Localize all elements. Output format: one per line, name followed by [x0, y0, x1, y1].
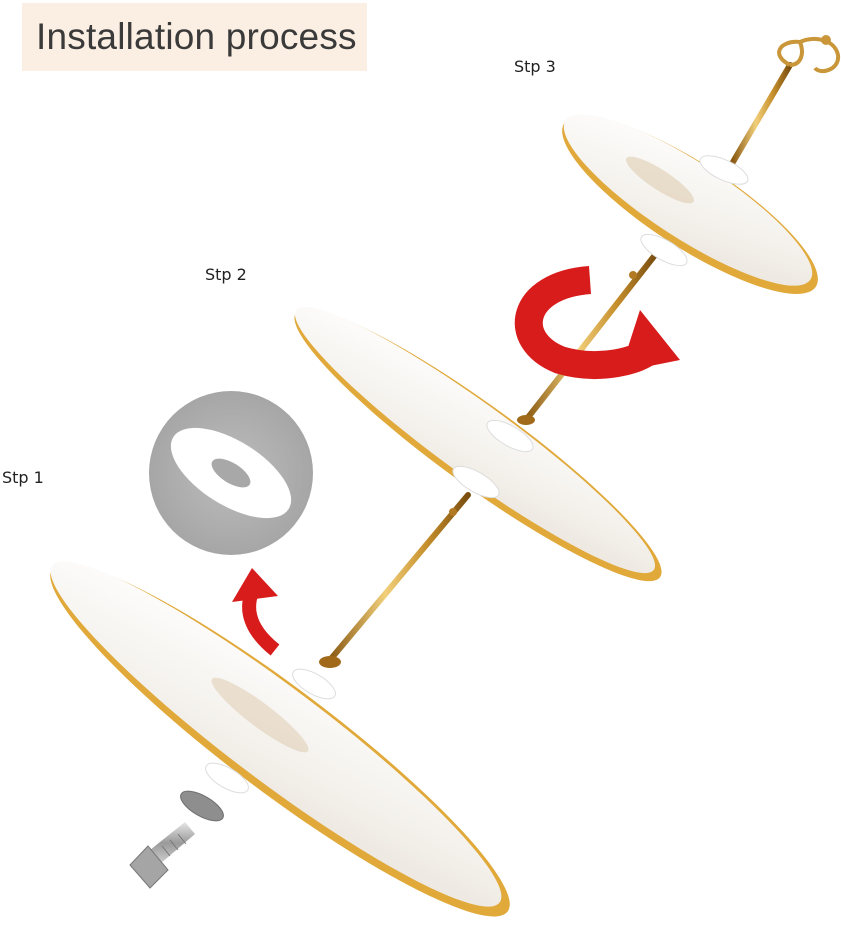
top-handle — [730, 35, 841, 165]
lower-rod — [319, 492, 471, 668]
title-banner: Installation process — [22, 3, 367, 71]
metal-washer — [180, 790, 224, 822]
washer-bottom-plate — [292, 668, 336, 700]
step-1-label: Stp 1 — [2, 468, 44, 487]
step-3-label: Stp 3 — [514, 57, 556, 76]
screw-icon — [129, 822, 195, 889]
washer-top — [699, 155, 749, 185]
rotate-arrow-icon — [514, 266, 680, 380]
up-arrow-icon — [232, 568, 280, 656]
plate-top — [562, 114, 818, 294]
upper-rod — [517, 252, 658, 425]
washer-lower-rod — [452, 465, 500, 499]
washer-zoom — [149, 391, 313, 555]
step-2-label: Stp 2 — [205, 265, 247, 284]
plate-middle — [294, 306, 662, 582]
washer-upper — [640, 233, 688, 267]
washer-middle — [486, 419, 534, 453]
page-title: Installation process — [36, 16, 357, 57]
plate-bottom — [50, 561, 510, 917]
washer-under-plate — [205, 762, 249, 794]
